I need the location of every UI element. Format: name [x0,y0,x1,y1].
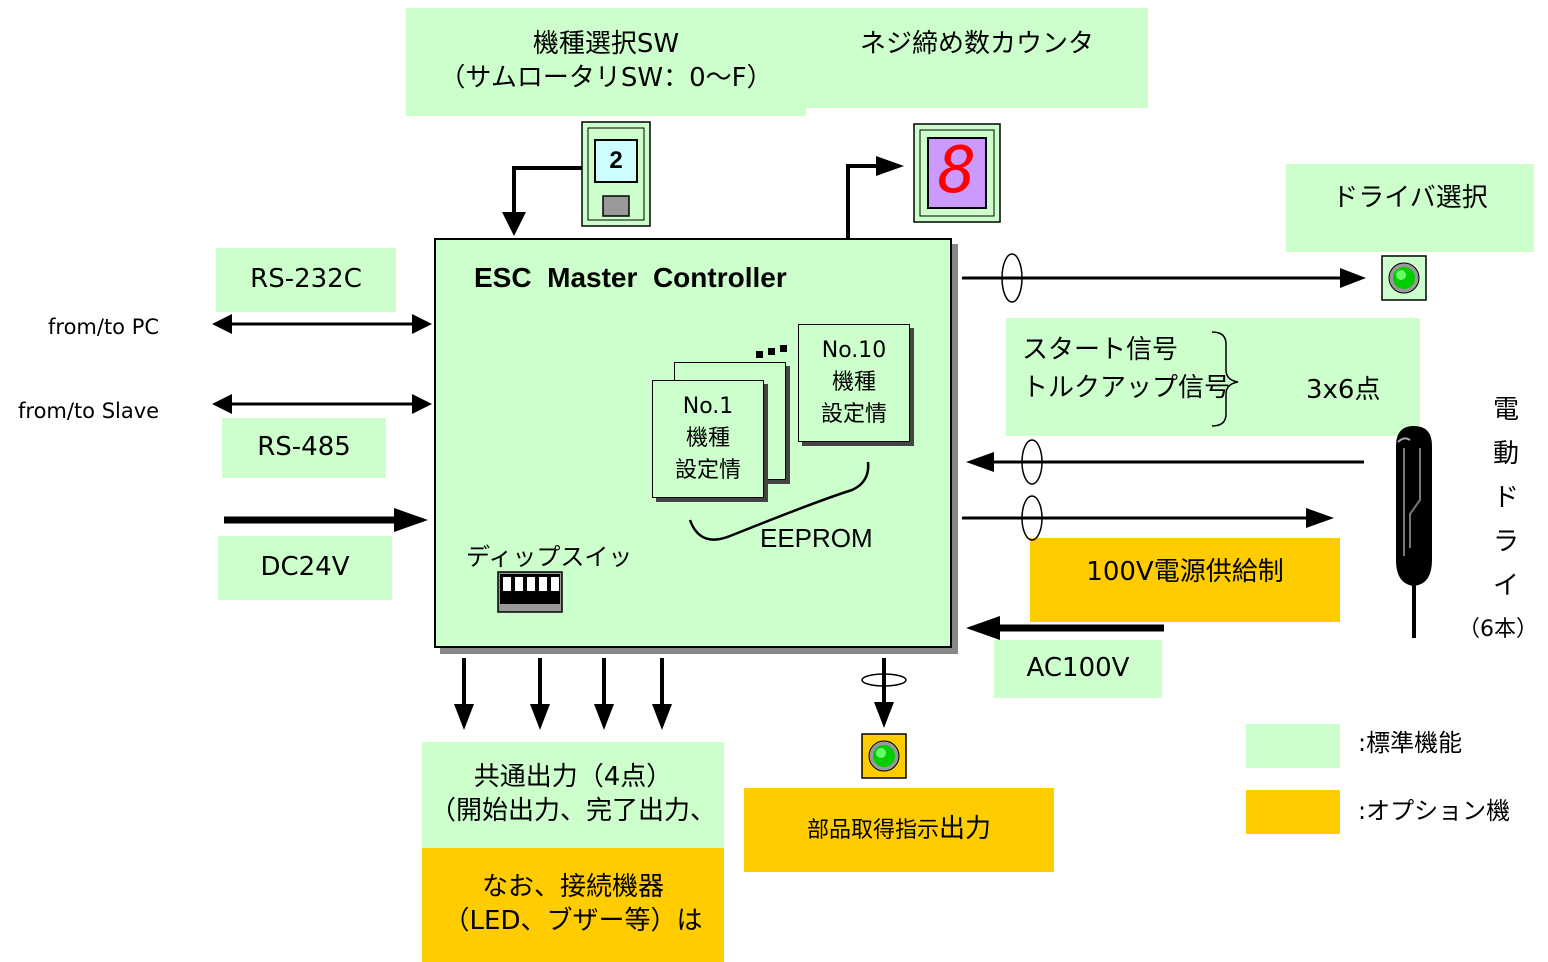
parts-output-box: 部品取得指示出力 [744,788,1054,872]
driver-char-4: ラ [1492,527,1519,557]
counter-box: ネジ締め数カウンタ [806,8,1148,108]
parts-output-lamp-icon [861,733,907,779]
common-output-line2: （開始出力、完了出力、 [429,796,716,826]
common-output-box: 共通出力（4点） （開始出力、完了出力、 [422,742,724,848]
signals-line1: スタート信号 [1022,335,1179,365]
legend-option-label: :オプション機 [1358,797,1511,825]
card1-line2: 機種 [685,426,730,452]
parts-output-text: 部品取得指示出力 [807,813,991,847]
rotary-switch-icon [581,121,651,227]
electric-screwdriver-icon [1396,426,1432,638]
legend-option-swatch [1246,790,1340,834]
rs485-endpoint: from/to Slave [18,399,160,423]
driver-char-5: イ [1492,571,1519,601]
rs485-box: RS-485 [222,418,386,478]
setting-card-no1: No.1 機種 設定情 [652,380,764,498]
signals-brace [1211,331,1239,427]
ellipsis-icon [756,345,787,358]
seven-segment-display-icon [913,123,1001,223]
wire-model-select [512,166,582,222]
eeprom-bracket [688,461,870,541]
dc24-box: DC24V [218,536,392,600]
model-select-subtitle: （サムロータリSW：0～F） [439,63,773,93]
driver-char-2: 動 [1492,439,1519,469]
ac100-box: AC100V [994,640,1162,698]
wire-common-outputs [454,658,672,730]
signals-count: 3x6点 [1306,375,1381,405]
driver-select-box: ドライバ選択 [1286,164,1534,252]
card10-line2: 機種 [831,370,876,396]
rs485-label: RS-485 [257,432,351,463]
legend-standard-swatch [1246,724,1340,768]
power-option-box: 100V電源供給制 [1030,538,1340,622]
driver-select-lamp-icon [1381,255,1427,301]
card1-line1: No.1 [682,394,734,420]
card10-line1: No.10 [821,338,887,364]
setting-card-no10: No.10 機種 設定情 [798,324,910,442]
dip-switch-icon [497,571,563,613]
parts-output-label-b: 出力 [939,814,992,845]
counter-label: ネジ締め数カウンタ [859,29,1094,59]
card1-line3: 設定情 [674,457,741,483]
driver-char-3: ド [1492,483,1519,513]
signals-box [1006,318,1420,436]
wire-counter [846,164,880,238]
note-line2: （LED、ブザー等）は [443,906,703,936]
note-box: なお、接続機器 （LED、ブザー等）は [422,848,724,962]
eeprom-label: EEPROM [760,523,873,553]
model-select-title: 機種選択SW [532,29,680,60]
electric-driver-label: 電 動 ド ラ イ [1486,388,1526,608]
power-option-label: 100V電源供給制 [1086,557,1284,587]
rs232-label: RS-232C [250,264,362,295]
parts-output-label-a: 部品取得指示 [806,818,939,844]
rs232-box: RS-232C [216,248,396,312]
electric-driver-count: （6本） [1458,617,1538,642]
rotary-switch-digit: 2 [609,147,623,174]
model-select-box: 機種選択SW （サムロータリSW：0～F） [406,8,806,116]
legend-standard-label: :標準機能 [1358,729,1463,757]
driver-select-label: ドライバ選択 [1332,183,1488,213]
ac100-label: AC100V [1026,653,1130,684]
dc24-label: DC24V [260,552,350,583]
card10-line3: 設定情 [820,401,887,427]
driver-char-1: 電 [1492,395,1519,425]
note-line1: なお、接続機器 [481,872,664,903]
rs232-endpoint: from/to PC [48,315,160,339]
dip-switch-label: ディップスイッ [466,543,633,571]
controller-title: ESC Master Controller [474,262,787,293]
signals-line2: トルクアップ信号 [1022,373,1231,403]
common-output-line1: 共通出力（4点） [473,762,673,793]
counter-digit: 8 [937,134,977,208]
